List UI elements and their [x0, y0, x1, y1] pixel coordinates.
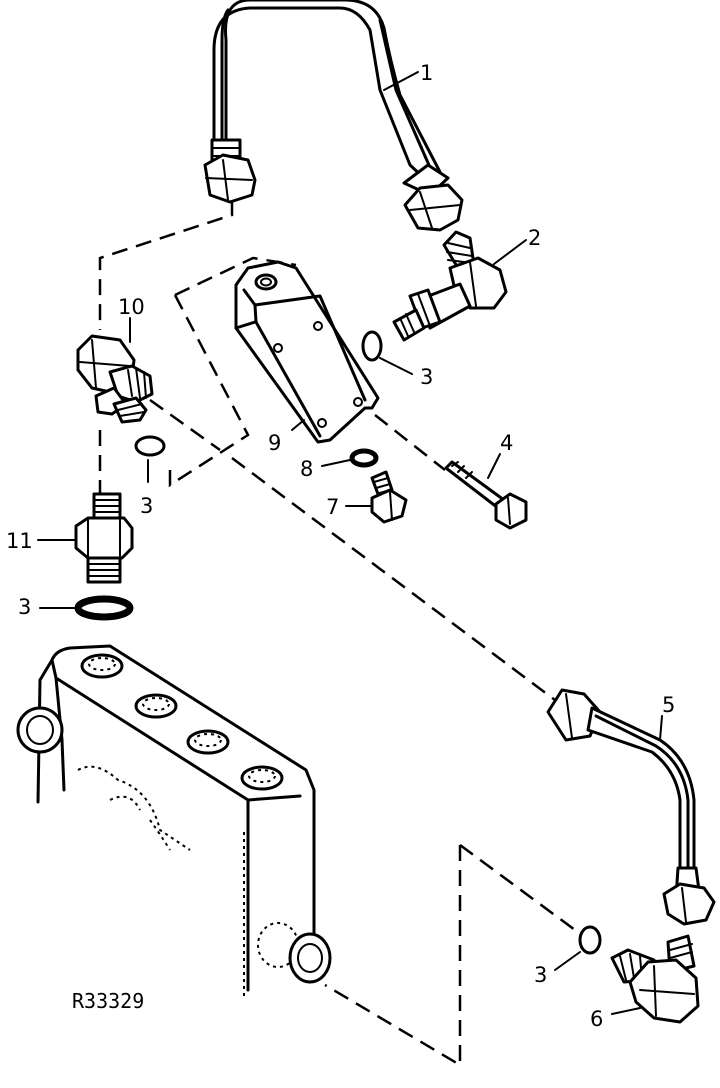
assembly-guide-lines: [98, 200, 576, 1068]
part-10-elbow-fitting: [76, 334, 154, 424]
pump-housing: [16, 644, 332, 1000]
callout-3: 3: [420, 365, 433, 389]
part-5-lower-fuel-line: [546, 688, 716, 926]
part-4-bolt: [444, 460, 528, 530]
callout-3: 3: [140, 494, 153, 518]
callout-2: 2: [528, 226, 541, 250]
callout-3: 3: [534, 963, 547, 987]
callout-9: 9: [268, 431, 281, 455]
callout-4: 4: [500, 431, 513, 455]
part-8-washer: [349, 448, 379, 468]
part-9-manifold-block: [234, 260, 380, 444]
part-2-elbow-fitting: [392, 230, 508, 342]
callout-5: 5: [662, 693, 675, 717]
callout-8: 8: [300, 457, 313, 481]
callout-1: 1: [420, 61, 433, 85]
part-11-connector: [74, 492, 134, 584]
callout-7: 7: [326, 495, 339, 519]
part-3-seal-rings: [74, 330, 602, 955]
callout-labels: 1 2 3 3 3 3 3 4 5 6 7 8 9 10 11: [6, 61, 675, 1031]
callout-11: 11: [6, 529, 33, 553]
figure-id: R33329: [72, 989, 144, 1013]
part-6-elbow-fitting: [610, 934, 700, 1024]
callout-10: 10: [118, 295, 145, 319]
callout-3: 3: [18, 595, 31, 619]
callout-leaders: [37, 71, 663, 1015]
part-7-fitting: [370, 470, 408, 524]
part-1-upper-fuel-line: [203, 0, 464, 232]
callout-6: 6: [590, 1007, 603, 1031]
